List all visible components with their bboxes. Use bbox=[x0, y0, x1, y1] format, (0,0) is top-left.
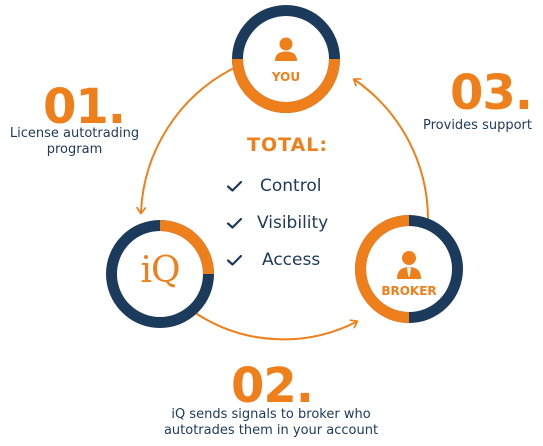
total-item-label: Visibility bbox=[257, 213, 329, 233]
total-item-access: Access bbox=[226, 248, 328, 272]
business-person-icon bbox=[397, 251, 421, 279]
step-03-text: Provides support bbox=[423, 118, 532, 133]
step-02-text: iQ sends signals to broker who autotrade… bbox=[126, 407, 416, 439]
person-icon bbox=[275, 37, 297, 61]
step-01-text: License autotrading program bbox=[0, 126, 149, 158]
step-01-text-line2: program bbox=[46, 142, 103, 157]
total-item-label: Access bbox=[262, 250, 321, 270]
step-03-number: 03. bbox=[450, 65, 533, 121]
iq-logo: iQ bbox=[140, 250, 180, 291]
step-01-number: 01. bbox=[43, 79, 126, 135]
step-02-number: 02. bbox=[231, 358, 314, 414]
check-icon bbox=[226, 217, 243, 229]
total-item-visibility: Visibility bbox=[226, 211, 328, 235]
step-01-text-line1: License autotrading bbox=[9, 126, 140, 141]
broker-label: BROKER bbox=[381, 284, 437, 298]
arrow-you-to-iq bbox=[136, 68, 233, 215]
total-item-control: Control bbox=[226, 174, 328, 198]
total-title: TOTAL: bbox=[247, 134, 329, 156]
check-icon bbox=[226, 180, 243, 192]
arrow-iq-to-broker bbox=[196, 313, 359, 341]
you-label: YOU bbox=[271, 70, 301, 84]
step-02-text-line1: iQ sends signals to broker who bbox=[171, 407, 371, 422]
total-list: Control Visibility Access bbox=[226, 174, 328, 272]
step-02-text-line2: autotrades them in your account bbox=[163, 423, 379, 438]
iq-node bbox=[106, 220, 214, 328]
total-item-label: Control bbox=[260, 176, 322, 196]
check-icon bbox=[226, 254, 243, 266]
arrow-broker-to-you bbox=[352, 78, 429, 219]
